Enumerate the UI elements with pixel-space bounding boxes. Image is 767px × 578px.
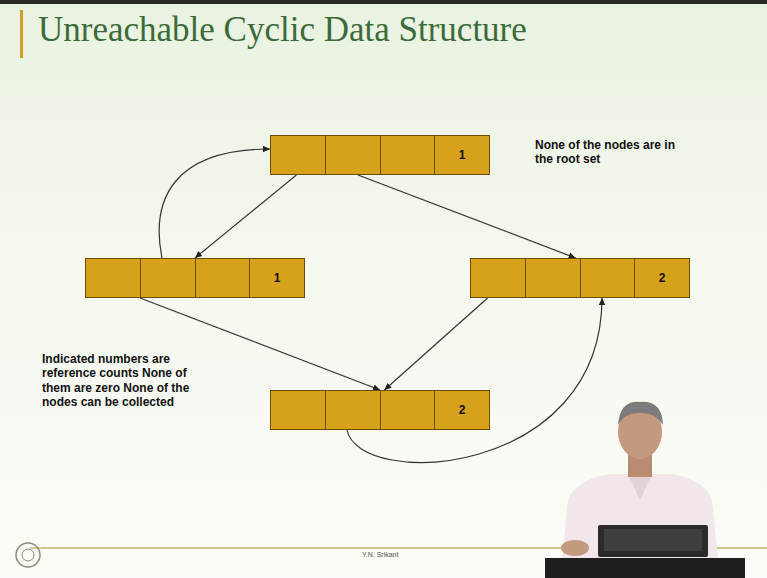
record-field: 1 <box>434 136 489 174</box>
record-field <box>86 259 140 297</box>
record-field <box>380 136 435 174</box>
record-field: 2 <box>434 391 489 429</box>
record-node: 2 <box>270 390 490 430</box>
record-field: 1 <box>249 259 304 297</box>
record-field: 2 <box>634 259 689 297</box>
speaker-figure <box>545 402 745 578</box>
note-text: Indicated numbers are reference counts N… <box>42 352 207 410</box>
pointer-arrow <box>159 149 270 258</box>
footer-author: Y.N. Srikant <box>362 551 398 558</box>
pointer-arrow <box>384 298 487 390</box>
record-field <box>525 259 580 297</box>
reference-count: 2 <box>659 271 666 285</box>
reference-count: 1 <box>274 271 281 285</box>
record-node: 1 <box>85 258 305 298</box>
record-field <box>271 391 325 429</box>
record-node: 2 <box>470 258 690 298</box>
record-field <box>471 259 525 297</box>
record-field <box>195 259 250 297</box>
record-field <box>380 391 435 429</box>
record-field <box>271 136 325 174</box>
title-bar <box>20 10 23 58</box>
note-text: None of the nodes are in the root set <box>535 138 685 167</box>
pointer-arrow <box>195 175 296 258</box>
reference-count: 1 <box>459 148 466 162</box>
pointer-arrow <box>358 175 576 258</box>
slide-title: Unreachable Cyclic Data Structure <box>38 10 527 50</box>
pointer-arrow <box>347 298 602 462</box>
record-field <box>140 259 195 297</box>
record-field <box>325 136 380 174</box>
reference-count: 2 <box>459 403 466 417</box>
top-strip <box>0 0 767 4</box>
logo-emblem <box>16 543 40 567</box>
record-field <box>325 391 380 429</box>
record-field <box>580 259 635 297</box>
record-node: 1 <box>270 135 490 175</box>
